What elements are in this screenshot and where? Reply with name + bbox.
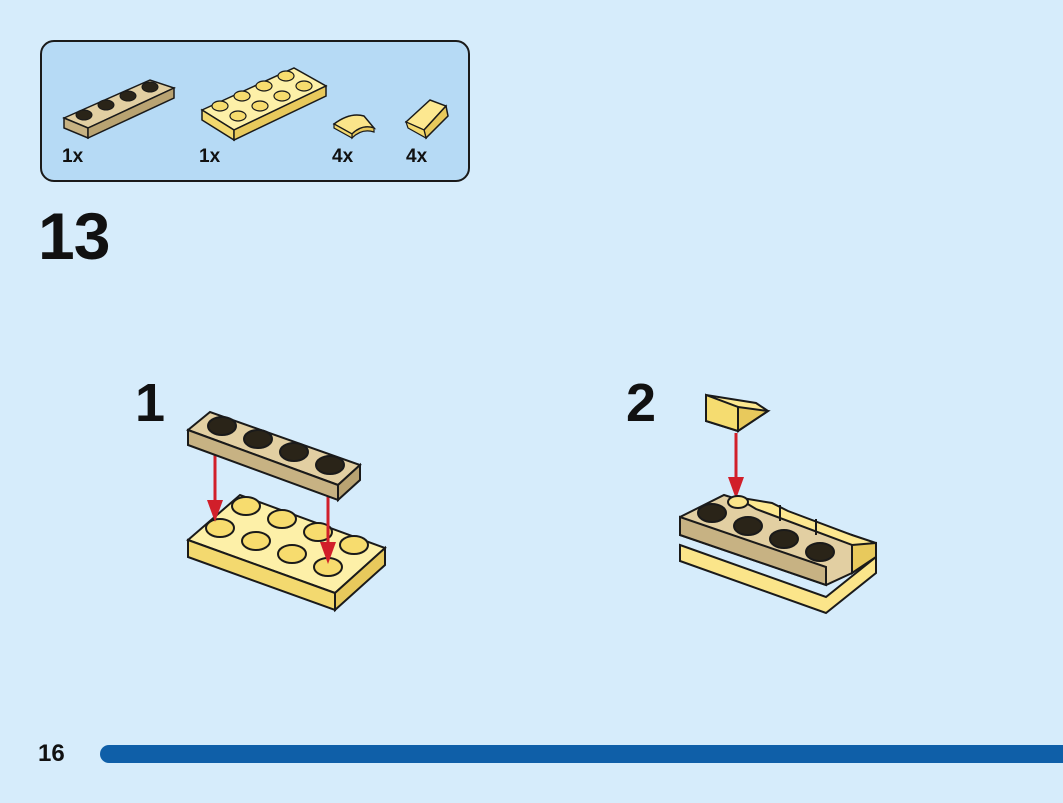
slope-1x1-icon [404, 99, 449, 140]
sub-step-1-illustration [186, 410, 387, 613]
part-qty: 1x [62, 146, 84, 167]
part-qty: 4x [406, 146, 428, 167]
sub-step-number: 1 [135, 373, 166, 433]
quarter-round-tile-icon [332, 114, 377, 140]
page-number: 16 [38, 740, 65, 767]
parts-list-box: 1x 1x 4x 4x [40, 40, 470, 182]
step-number: 13 [38, 199, 110, 273]
sub-step-2-illustration [679, 393, 877, 615]
progress-bar [100, 745, 1063, 763]
sub-step-number: 2 [626, 373, 657, 433]
tan-plate-1x4-icon [62, 79, 177, 140]
yellow-plate-2x4-icon [200, 67, 328, 142]
part-qty: 1x [199, 146, 221, 167]
part-qty: 4x [332, 146, 354, 167]
